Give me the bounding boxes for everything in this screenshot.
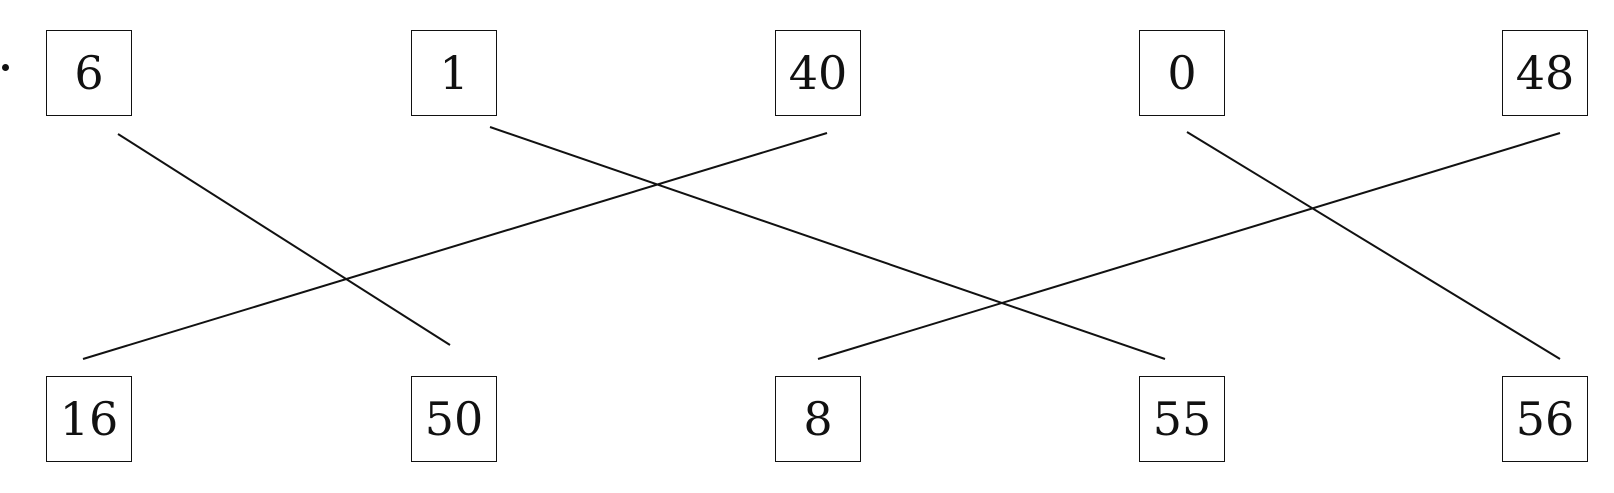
top-number: 40 [788, 46, 848, 100]
bottom-number: 50 [424, 392, 484, 446]
connector-line [117, 133, 451, 346]
bottom-number-box: 55 [1139, 376, 1225, 462]
top-number-box: 6 [46, 30, 132, 116]
connector-line [489, 126, 1166, 360]
bottom-number-box: 56 [1502, 376, 1588, 462]
connector-line [1186, 131, 1561, 360]
connector-line [82, 132, 828, 360]
top-number: 48 [1515, 46, 1575, 100]
bottom-number: 8 [803, 392, 833, 446]
top-number-box: 1 [411, 30, 497, 116]
bottom-number: 16 [59, 392, 119, 446]
bottom-number-box: 8 [775, 376, 861, 462]
connector-line [817, 132, 1561, 360]
bottom-number-box: 16 [46, 376, 132, 462]
bottom-number-box: 50 [411, 376, 497, 462]
top-number-box: 0 [1139, 30, 1225, 116]
top-number: 1 [439, 46, 469, 100]
bullet-dot [2, 64, 9, 71]
top-number: 0 [1167, 46, 1197, 100]
top-number-box: 48 [1502, 30, 1588, 116]
bottom-number: 55 [1152, 392, 1212, 446]
top-number: 6 [74, 46, 104, 100]
bottom-number: 56 [1515, 392, 1575, 446]
top-number-box: 40 [775, 30, 861, 116]
